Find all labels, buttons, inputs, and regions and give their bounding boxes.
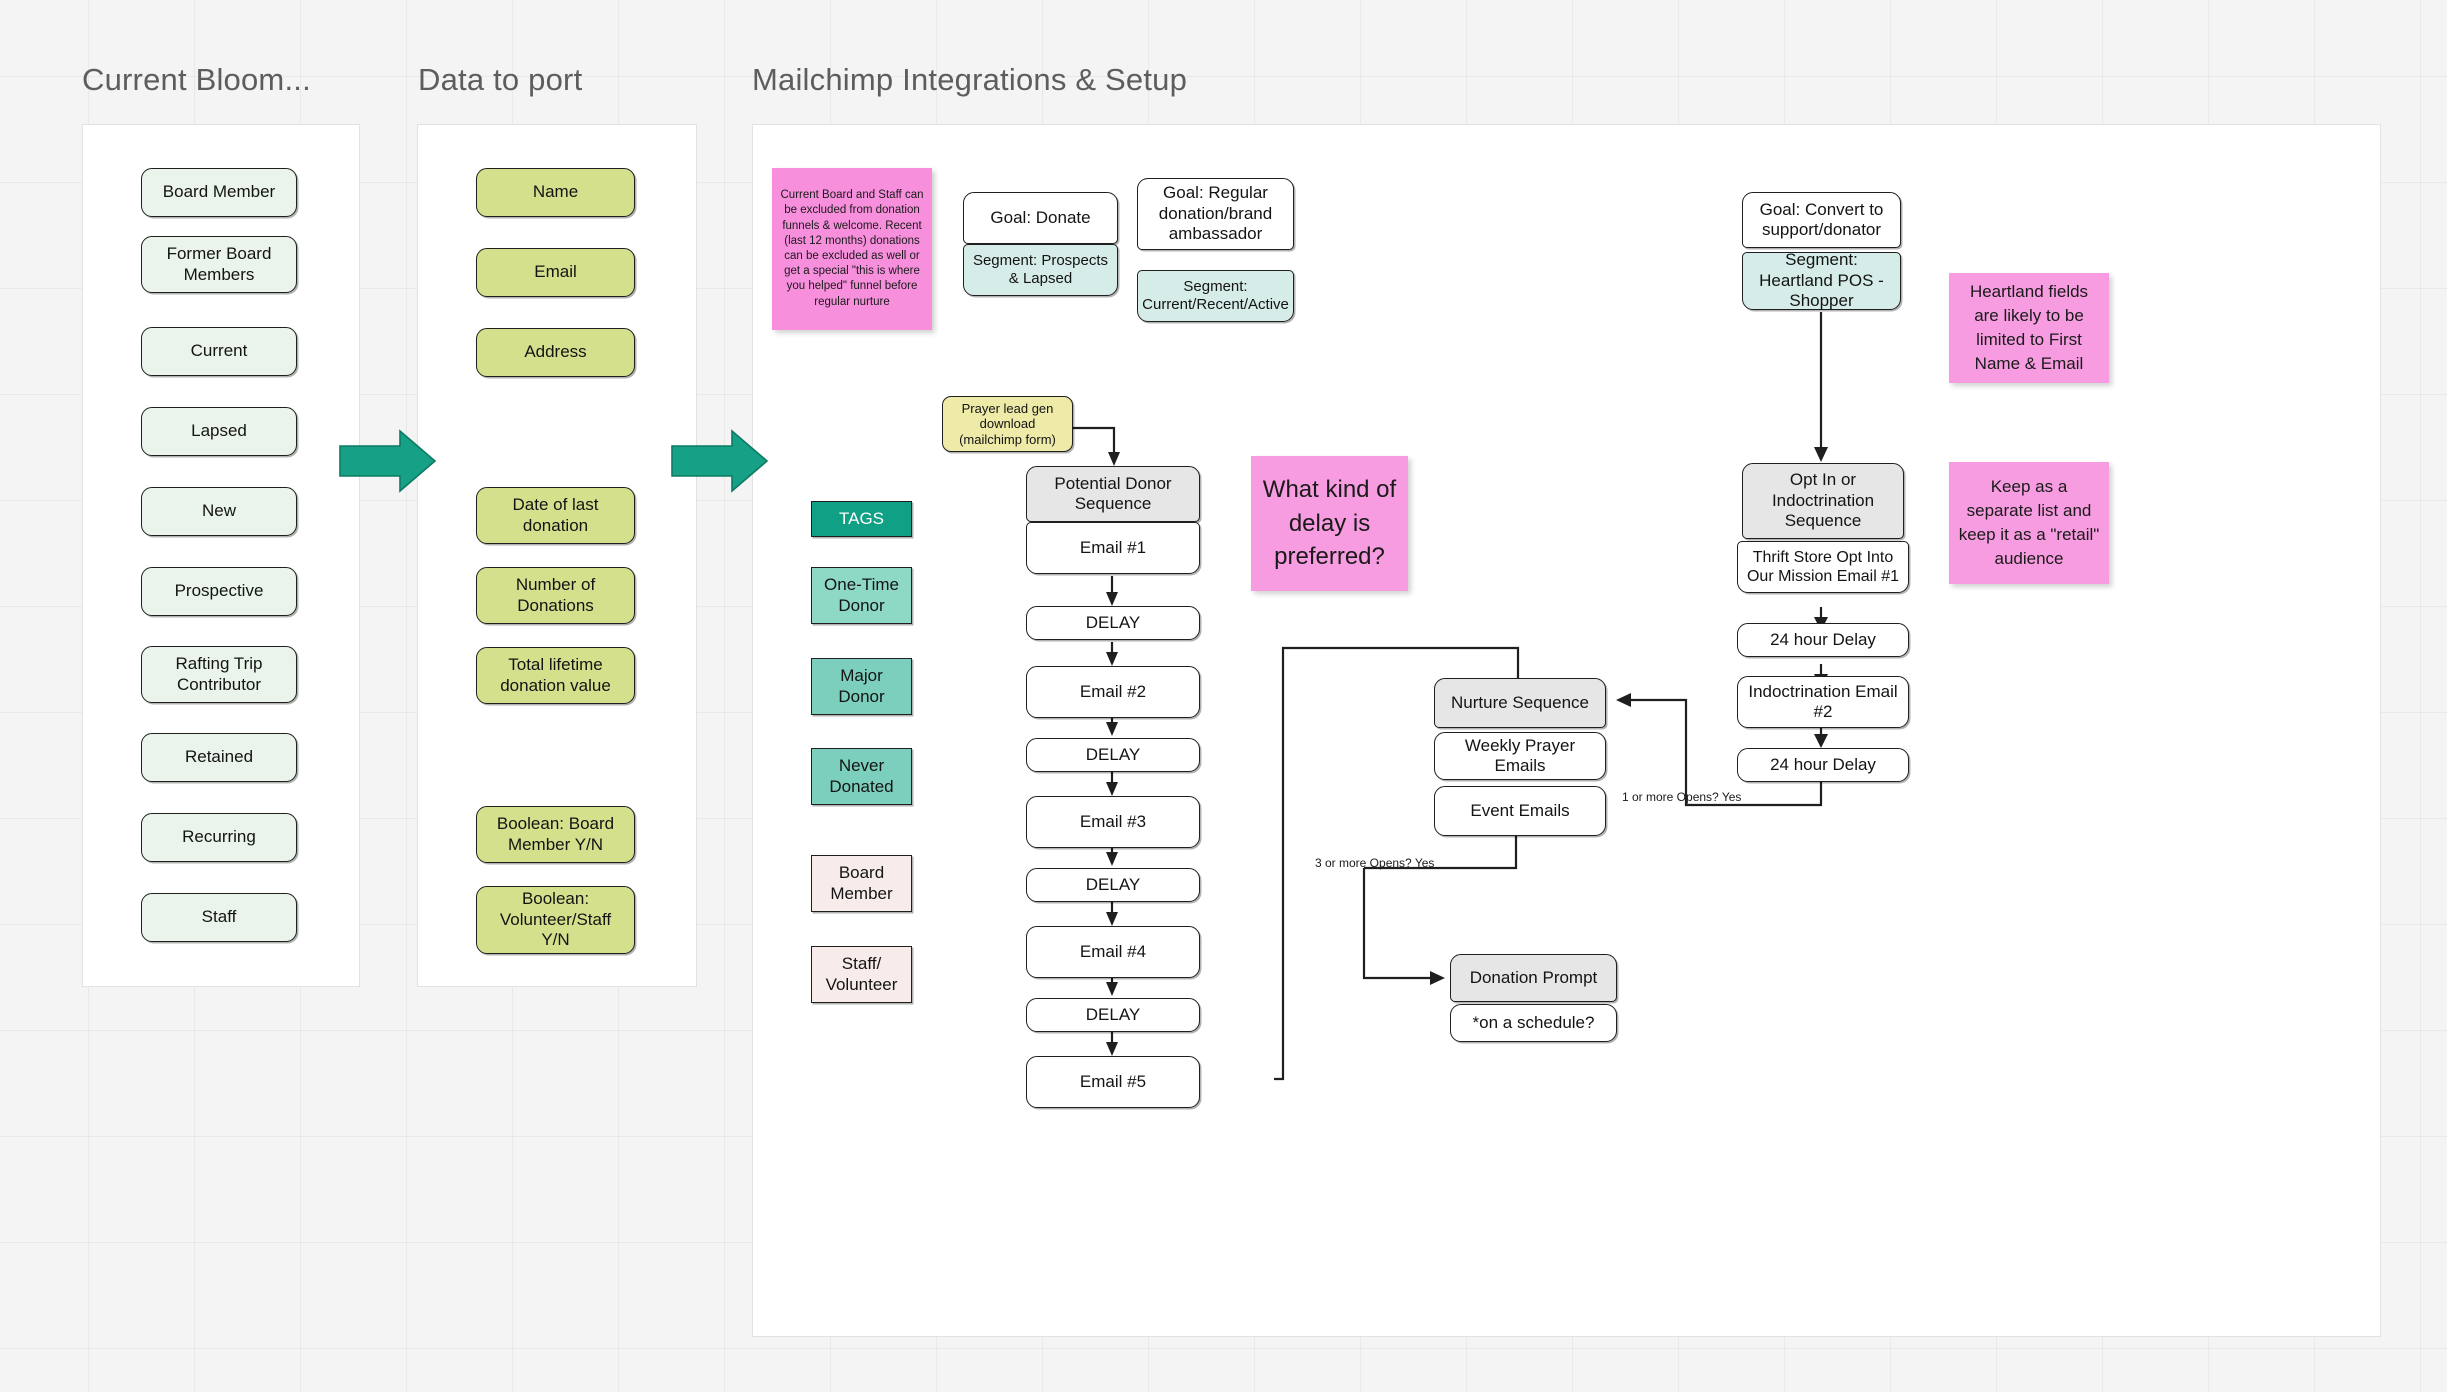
port-item-boolean-board-member[interactable]: Boolean: Board Member Y/N — [476, 806, 635, 863]
frame-title-current-bloom: Current Bloom... — [82, 62, 311, 97]
potential-donor-delay-2[interactable]: DELAY — [1026, 738, 1200, 772]
frame-title-data-to-port: Data to port — [418, 62, 583, 97]
potential-donor-email-2[interactable]: Email #2 — [1026, 666, 1200, 718]
donation-prompt-schedule[interactable]: *on a schedule? — [1450, 1004, 1617, 1042]
port-item-email[interactable]: Email — [476, 248, 635, 297]
potential-donor-email-4[interactable]: Email #4 — [1026, 926, 1200, 978]
potential-donor-sequence-header[interactable]: Potential Donor Sequence — [1026, 466, 1200, 522]
tag-board-member[interactable]: Board Member — [811, 855, 912, 912]
edge-label-1-or-more-opens: 1 or more Opens? Yes — [1622, 790, 1742, 804]
bloom-item-lapsed[interactable]: Lapsed — [141, 407, 297, 456]
frame-title-mailchimp: Mailchimp Integrations & Setup — [752, 62, 1188, 97]
port-item-boolean-volunteer-staff[interactable]: Boolean: Volunteer/Staff Y/N — [476, 886, 635, 954]
bloom-item-staff[interactable]: Staff — [141, 893, 297, 942]
sticky-exclusion-note: Current Board and Staff can be excluded … — [772, 168, 932, 330]
donation-prompt-header[interactable]: Donation Prompt — [1450, 954, 1617, 1002]
lead-gen-form[interactable]: Prayer lead gen download (mailchimp form… — [942, 396, 1073, 452]
bloom-item-former-board-members[interactable]: Former Board Members — [141, 236, 297, 293]
edge-label-3-or-more-opens: 3 or more Opens? Yes — [1315, 856, 1435, 870]
tag-major-donor[interactable]: Major Donor — [811, 658, 912, 715]
bloom-item-new[interactable]: New — [141, 487, 297, 536]
sticky-retail-audience: Keep as a separate list and keep it as a… — [1949, 462, 2109, 584]
heartland-optin-sequence-header[interactable]: Opt In or Indoctrination Sequence — [1742, 463, 1904, 539]
port-item-number-of-donations[interactable]: Number of Donations — [476, 567, 635, 624]
potential-donor-email-3[interactable]: Email #3 — [1026, 796, 1200, 848]
tags-header: TAGS — [811, 501, 912, 537]
segment-current-recent-active[interactable]: Segment: Current/Recent/Active — [1137, 270, 1294, 322]
bloom-item-current[interactable]: Current — [141, 327, 297, 376]
goal-donate[interactable]: Goal: Donate — [963, 192, 1118, 244]
nurture-weekly-prayer-emails[interactable]: Weekly Prayer Emails — [1434, 732, 1606, 780]
potential-donor-delay-1[interactable]: DELAY — [1026, 606, 1200, 640]
tag-never-donated[interactable]: Never Donated — [811, 748, 912, 805]
port-item-date-of-last-donation[interactable]: Date of last donation — [476, 487, 635, 544]
nurture-event-emails[interactable]: Event Emails — [1434, 786, 1606, 836]
heartland-segment[interactable]: Segment: Heartland POS - Shopper — [1742, 250, 1901, 310]
heartland-step-delay-2[interactable]: 24 hour Delay — [1737, 748, 1909, 782]
heartland-step-delay-1[interactable]: 24 hour Delay — [1737, 623, 1909, 657]
goal-regular-donation[interactable]: Goal: Regular donation/brand ambassador — [1137, 178, 1294, 250]
potential-donor-email-5[interactable]: Email #5 — [1026, 1056, 1200, 1108]
tag-one-time-donor[interactable]: One-Time Donor — [811, 567, 912, 624]
port-item-total-lifetime-donation-value[interactable]: Total lifetime donation value — [476, 647, 635, 704]
port-item-address[interactable]: Address — [476, 328, 635, 377]
bloom-item-board-member[interactable]: Board Member — [141, 168, 297, 217]
frame-mailchimp — [752, 124, 2381, 1337]
potential-donor-delay-4[interactable]: DELAY — [1026, 998, 1200, 1032]
heartland-step-thrift-store-email-1[interactable]: Thrift Store Opt Into Our Mission Email … — [1737, 541, 1909, 593]
potential-donor-delay-3[interactable]: DELAY — [1026, 868, 1200, 902]
segment-prospects-lapsed[interactable]: Segment: Prospects & Lapsed — [963, 244, 1118, 296]
heartland-step-indoctrination-email-2[interactable]: Indoctrination Email #2 — [1737, 676, 1909, 728]
bloom-item-recurring[interactable]: Recurring — [141, 813, 297, 862]
nurture-sequence-header[interactable]: Nurture Sequence — [1434, 678, 1606, 728]
port-item-name[interactable]: Name — [476, 168, 635, 217]
sticky-heartland-fields: Heartland fields are likely to be limite… — [1949, 273, 2109, 383]
tag-staff-volunteer[interactable]: Staff/ Volunteer — [811, 946, 912, 1003]
bloom-item-rafting-trip-contributor[interactable]: Rafting Trip Contributor — [141, 646, 297, 703]
bloom-item-retained[interactable]: Retained — [141, 733, 297, 782]
potential-donor-email-1[interactable]: Email #1 — [1026, 522, 1200, 574]
sticky-delay-question: What kind of delay is preferred? — [1251, 456, 1408, 591]
heartland-goal[interactable]: Goal: Convert to support/donator — [1742, 192, 1901, 248]
bloom-item-prospective[interactable]: Prospective — [141, 567, 297, 616]
